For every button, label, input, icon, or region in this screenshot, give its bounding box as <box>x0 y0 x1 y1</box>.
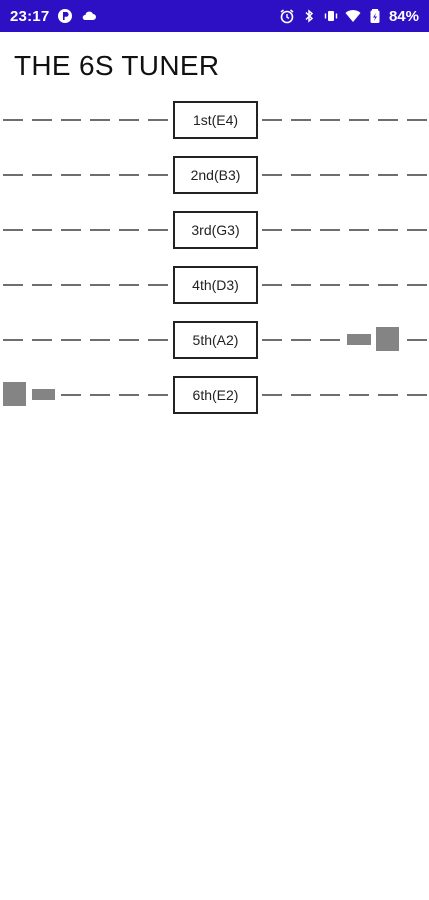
meter-dash <box>61 229 81 231</box>
meter-dash <box>262 339 282 341</box>
meter-dash <box>349 394 369 396</box>
meter-dash <box>3 284 23 286</box>
string-label-3[interactable]: 3rd(G3) <box>173 211 258 249</box>
meter-dash <box>61 284 81 286</box>
meter-dash <box>378 119 398 121</box>
string-row: 5th(A2) <box>0 320 429 360</box>
meter-dash <box>119 174 139 176</box>
string-row: 4th(D3) <box>0 265 429 305</box>
string-row: 6th(E2) <box>0 375 429 415</box>
meter-dash <box>32 174 52 176</box>
string-label-5[interactable]: 5th(A2) <box>173 321 258 359</box>
meter-dash <box>320 119 340 121</box>
status-time: 23:17 <box>10 7 50 25</box>
meter-dash <box>3 119 23 121</box>
meter-dash <box>148 284 168 286</box>
meter-dash <box>378 284 398 286</box>
meter-dash <box>61 119 81 121</box>
meter-dash <box>320 229 340 231</box>
meter-dash <box>61 339 81 341</box>
meter-dash <box>291 119 311 121</box>
meter-dash <box>148 339 168 341</box>
meter-dash <box>90 284 110 286</box>
meter-dash <box>3 339 23 341</box>
meter-dash <box>349 119 369 121</box>
meter-dash <box>320 174 340 176</box>
meter-dash <box>32 229 52 231</box>
meter-dash <box>262 394 282 396</box>
meter-dash <box>349 229 369 231</box>
meter-dash <box>378 174 398 176</box>
cloud-icon <box>81 8 97 24</box>
meter-dash <box>407 394 427 396</box>
meter-dash <box>119 284 139 286</box>
string-row: 3rd(G3) <box>0 210 429 250</box>
string-row: 2nd(B3) <box>0 155 429 195</box>
sharp-indicator-small <box>347 334 371 345</box>
string-label-4[interactable]: 4th(D3) <box>173 266 258 304</box>
meter-dash <box>407 284 427 286</box>
sharp-indicator-large <box>376 327 399 351</box>
meter-dash <box>119 229 139 231</box>
flat-indicator-small <box>32 389 55 400</box>
meter-dash <box>349 284 369 286</box>
meter-dash <box>32 284 52 286</box>
meter-dash <box>148 174 168 176</box>
meter-dash <box>320 394 340 396</box>
meter-dash <box>90 394 110 396</box>
meter-dash <box>320 284 340 286</box>
flat-indicator-large <box>3 382 26 406</box>
meter-dash <box>119 119 139 121</box>
string-label-2[interactable]: 2nd(B3) <box>173 156 258 194</box>
meter-dash <box>262 119 282 121</box>
meter-dash <box>119 394 139 396</box>
meter-dash <box>148 119 168 121</box>
meter-dash <box>407 339 427 341</box>
alarm-icon <box>279 8 295 24</box>
meter-dash <box>148 229 168 231</box>
status-right: 84% <box>279 8 419 25</box>
meter-dash <box>407 119 427 121</box>
p-badge-icon <box>57 8 73 24</box>
meter-dash <box>407 229 427 231</box>
meter-dash <box>320 339 340 341</box>
meter-dash <box>291 229 311 231</box>
meter-dash <box>32 339 52 341</box>
meter-dash <box>262 174 282 176</box>
meter-dash <box>32 119 52 121</box>
battery-percent: 84% <box>388 7 419 25</box>
meter-dash <box>90 229 110 231</box>
string-label-1[interactable]: 1st(E4) <box>173 101 258 139</box>
meter-dash <box>349 174 369 176</box>
meter-dash <box>378 229 398 231</box>
meter-dash <box>291 394 311 396</box>
meter-dash <box>61 174 81 176</box>
meter-dash <box>90 119 110 121</box>
battery-icon <box>367 8 383 24</box>
meter-dash <box>378 394 398 396</box>
meter-dash <box>3 229 23 231</box>
meter-dash <box>291 174 311 176</box>
meter-dash <box>90 174 110 176</box>
wifi-icon <box>345 8 361 24</box>
string-row: 1st(E4) <box>0 100 429 140</box>
meter-dash <box>291 339 311 341</box>
meter-dash <box>407 174 427 176</box>
status-bar: 23:17 84% <box>0 0 429 32</box>
bluetooth-icon <box>301 8 317 24</box>
status-left: 23:17 <box>10 8 97 25</box>
meter-dash <box>291 284 311 286</box>
vibrate-icon <box>323 8 339 24</box>
meter-dash <box>3 174 23 176</box>
meter-dash <box>262 229 282 231</box>
meter-dash <box>262 284 282 286</box>
meter-dash <box>148 394 168 396</box>
meter-dash <box>61 394 81 396</box>
string-label-6[interactable]: 6th(E2) <box>173 376 258 414</box>
app-title: THE 6S TUNER <box>14 50 220 81</box>
meter-dash <box>119 339 139 341</box>
meter-dash <box>90 339 110 341</box>
